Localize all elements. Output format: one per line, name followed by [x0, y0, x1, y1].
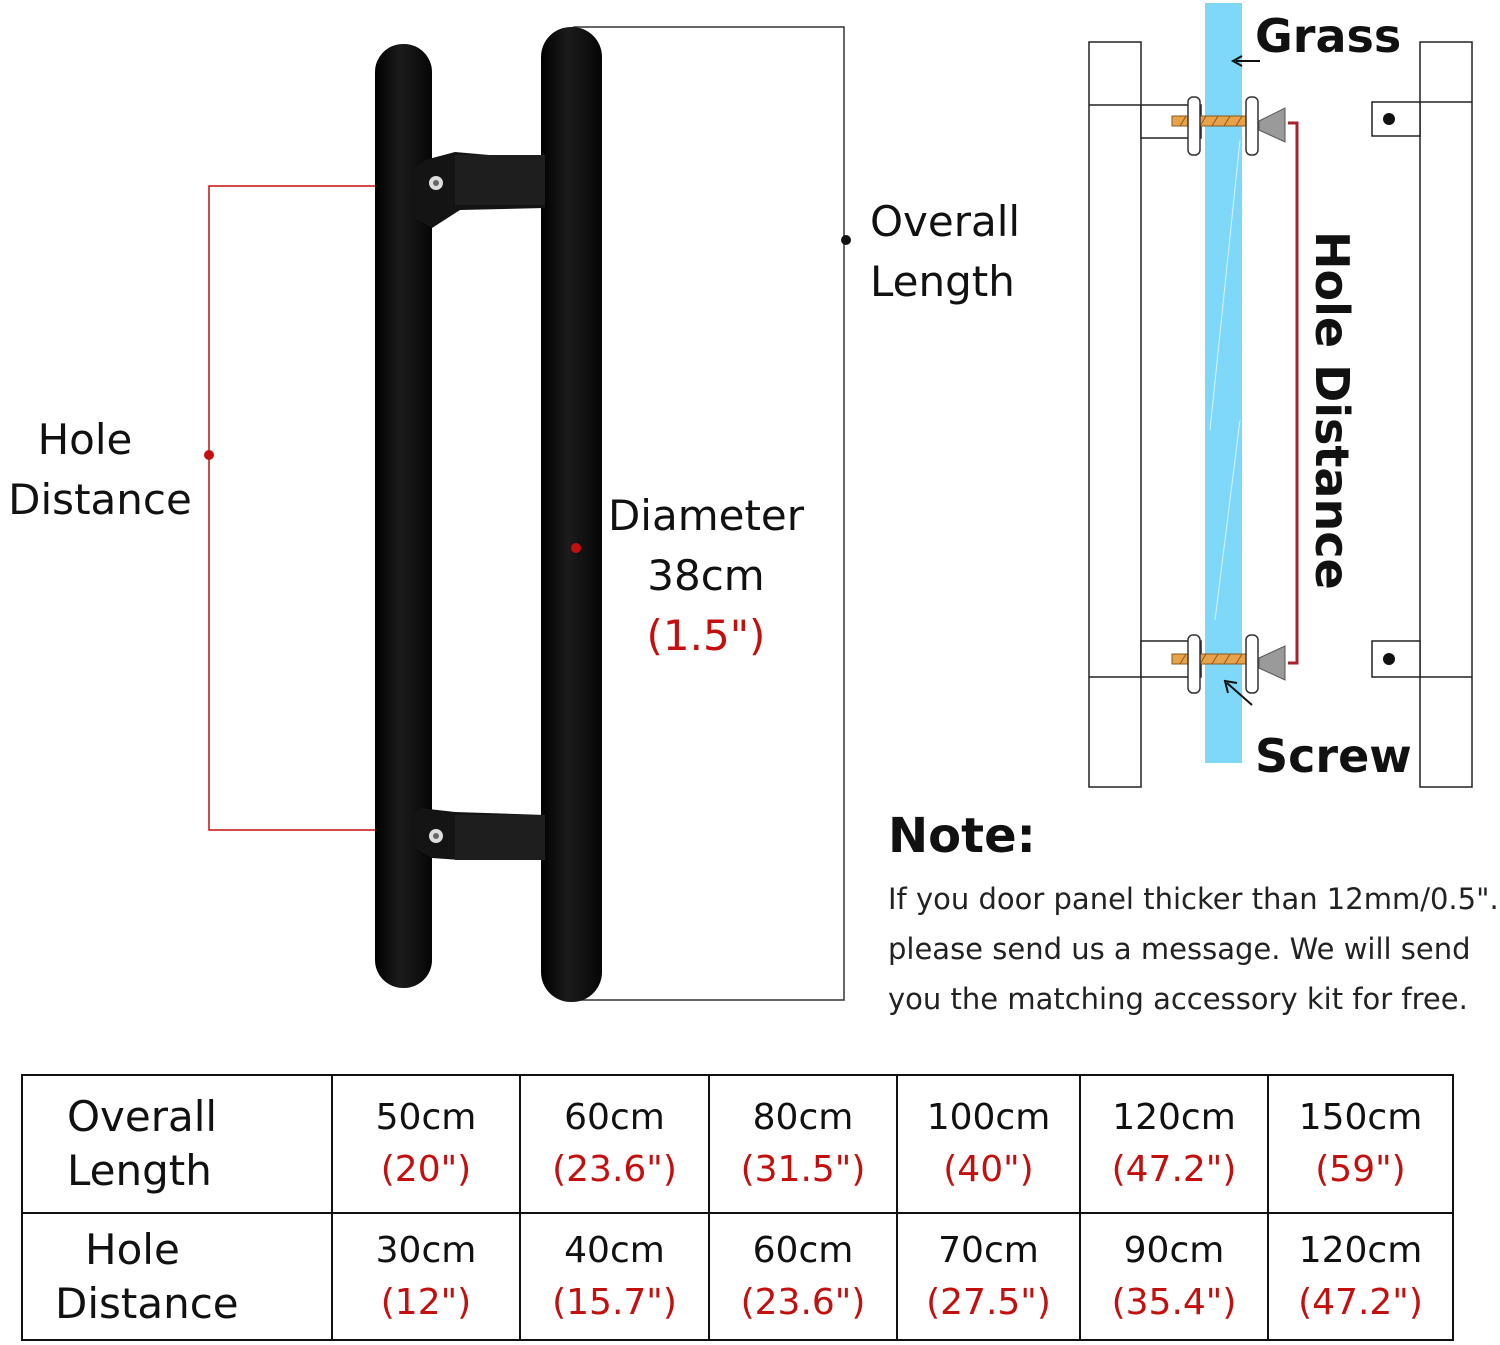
table-cell: 90cm (35.4")	[1079, 1212, 1269, 1341]
diameter-label: Diameter 38cm (1.5")	[606, 486, 806, 666]
handle-diagram	[204, 3, 1473, 1002]
header-line1: Hole	[85, 1224, 180, 1274]
handle-left-bar	[375, 44, 432, 988]
top-standoff	[410, 152, 545, 228]
diameter-dot	[571, 543, 581, 553]
cell-inch: (59")	[1315, 1149, 1406, 1190]
cell-cm: 120cm	[1298, 1229, 1423, 1271]
cell-cm: 30cm	[375, 1229, 477, 1271]
cell-cm: 80cm	[752, 1097, 854, 1138]
cell-inch: (40")	[943, 1149, 1034, 1190]
cell-cm: 90cm	[1123, 1229, 1225, 1271]
cell-inch: (23.6")	[740, 1281, 866, 1323]
size-table: Overall Length 50cm (20") 60cm (23.6") 80c…	[21, 1074, 1454, 1341]
table-cell: 30cm (12")	[331, 1212, 521, 1341]
diameter-value: 38cm	[647, 551, 765, 600]
grass-arrow	[1230, 55, 1260, 67]
cell-cm: 40cm	[564, 1229, 665, 1271]
side-hole-distance-bracket	[1288, 121, 1299, 665]
cell-inch: (12")	[380, 1281, 472, 1323]
side-hole-distance-label: Hole Distance	[1305, 231, 1359, 590]
cell-cm: 50cm	[375, 1097, 477, 1138]
side-right-bar	[1419, 41, 1473, 788]
table-cell: 100cm (40")	[896, 1074, 1081, 1214]
row-header-hole-distance: Hole Distance	[21, 1212, 333, 1341]
header-line2: Length	[67, 1146, 212, 1195]
cell-inch: (35.4")	[1111, 1281, 1237, 1323]
overall-length-line2: Length	[870, 257, 1015, 306]
cell-inch: (27.5")	[926, 1281, 1051, 1323]
glass-panel	[1205, 3, 1242, 763]
cell-cm: 120cm	[1112, 1097, 1236, 1138]
diameter-text: Diameter	[607, 491, 805, 540]
cell-inch: (20")	[380, 1149, 472, 1190]
top-screw	[1171, 96, 1286, 156]
note-block: Note: If you door panel thicker than 12m…	[888, 808, 1499, 1024]
overall-length-dot	[841, 235, 851, 245]
table-cell: 70cm (27.5")	[896, 1212, 1081, 1341]
table-cell: 60cm (23.6")	[708, 1212, 898, 1341]
row-header-overall-length: Overall Length	[21, 1074, 333, 1214]
cell-inch: (15.7")	[552, 1281, 677, 1323]
cell-cm: 70cm	[938, 1229, 1039, 1271]
cell-cm: 60cm	[564, 1097, 665, 1138]
overall-length-label: Overall Length	[870, 192, 1020, 312]
bottom-screw	[1171, 634, 1286, 694]
header-line1: Overall	[67, 1092, 218, 1141]
table-row-hole-distance: Hole Distance 30cm (12") 40cm (15.7") 60cm…	[21, 1212, 1454, 1341]
header-line2: Distance	[55, 1278, 239, 1328]
hole-distance-line2: Distance	[8, 475, 192, 524]
bottom-standoff	[410, 808, 545, 860]
cell-inch: (31.5")	[740, 1149, 866, 1190]
table-row-overall-length: Overall Length 50cm (20") 60cm (23.6") 80c…	[21, 1074, 1454, 1214]
cell-cm: 150cm	[1298, 1097, 1423, 1138]
hole-distance-bracket	[208, 185, 432, 831]
cell-inch: (47.2")	[1111, 1149, 1237, 1190]
hole-distance-line1: Hole	[37, 415, 133, 464]
cell-inch: (23.6")	[552, 1149, 677, 1190]
hole-distance-label: Hole Distance	[0, 410, 200, 530]
table-cell: 80cm (31.5")	[708, 1074, 898, 1214]
note-title: Note:	[888, 808, 1036, 864]
handle-right-bar	[541, 27, 602, 1002]
cell-cm: 100cm	[926, 1097, 1051, 1138]
screw-label: Screw	[1255, 729, 1412, 783]
overall-length-line1: Overall	[870, 197, 1021, 246]
table-cell: 60cm (23.6")	[519, 1074, 710, 1214]
note-line-3: you the matching accessory kit for free.	[888, 982, 1468, 1016]
side-left-bar	[1088, 41, 1142, 788]
table-cell: 120cm (47.2")	[1267, 1212, 1454, 1341]
hole-distance-dot	[204, 450, 214, 460]
table-cell: 150cm (59")	[1267, 1074, 1454, 1214]
cell-cm: 60cm	[752, 1229, 854, 1271]
note-line-2: please send us a message. We will send	[888, 932, 1471, 966]
diameter-inch: (1.5")	[646, 611, 766, 660]
screw-arrow	[1223, 679, 1253, 706]
note-line-1: If you door panel thicker than 12mm/0.5"…	[888, 882, 1499, 916]
table-cell: 40cm (15.7")	[519, 1212, 710, 1341]
table-cell: 120cm (47.2")	[1079, 1074, 1269, 1214]
table-cell: 50cm (20")	[331, 1074, 521, 1214]
grass-label: Grass	[1255, 9, 1402, 63]
cell-inch: (47.2")	[1298, 1281, 1423, 1323]
